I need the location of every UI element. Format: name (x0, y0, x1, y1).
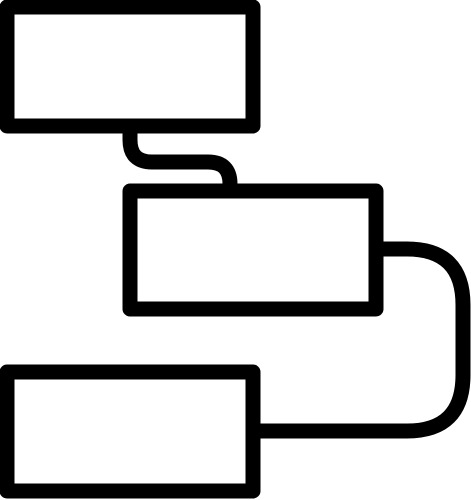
top-box (0, 0, 261, 134)
middle-box (122, 183, 384, 317)
connector-top-to-middle (122, 118, 238, 200)
connector-middle-to-bottom (245, 241, 471, 439)
bottom-box (0, 364, 261, 499)
